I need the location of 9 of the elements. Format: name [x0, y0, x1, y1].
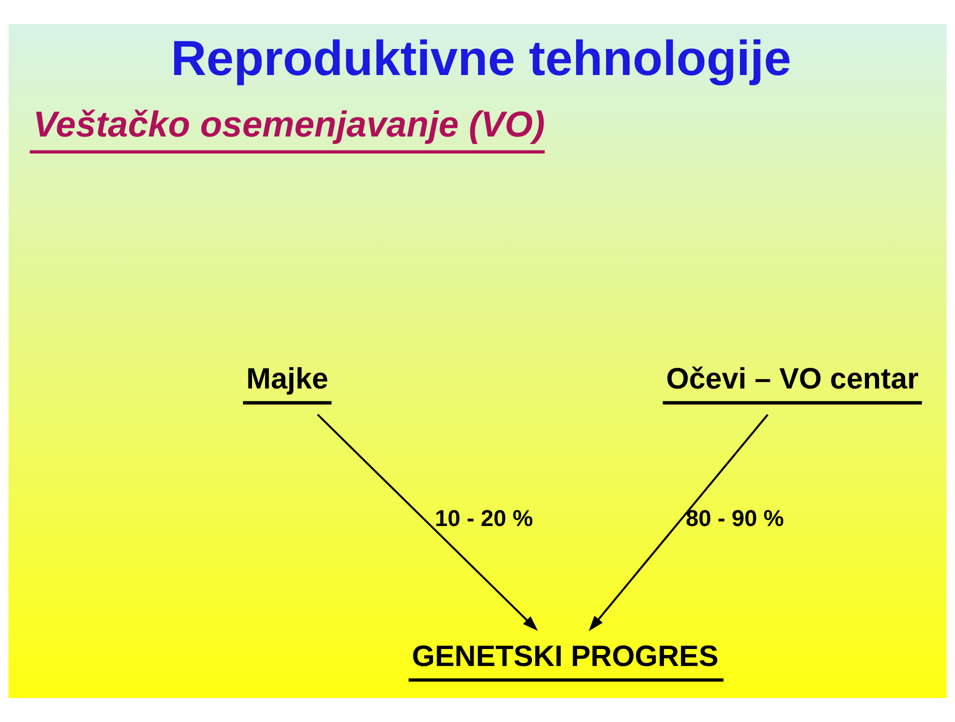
arrow [316, 414, 538, 631]
node-text: Majke [246, 362, 328, 396]
arrow [588, 414, 768, 632]
label: Veštačko osemenjavanje (VO) [33, 103, 545, 144]
node-text: GENETSKI PROGRES [412, 640, 718, 673]
edge-label: 80 - 90 % [686, 505, 784, 532]
diagram-title: Reproduktivne tehnologije [170, 30, 792, 86]
edge-label: 10 - 20 % [434, 505, 534, 532]
node-text: Očevi – VO centar [666, 362, 919, 396]
